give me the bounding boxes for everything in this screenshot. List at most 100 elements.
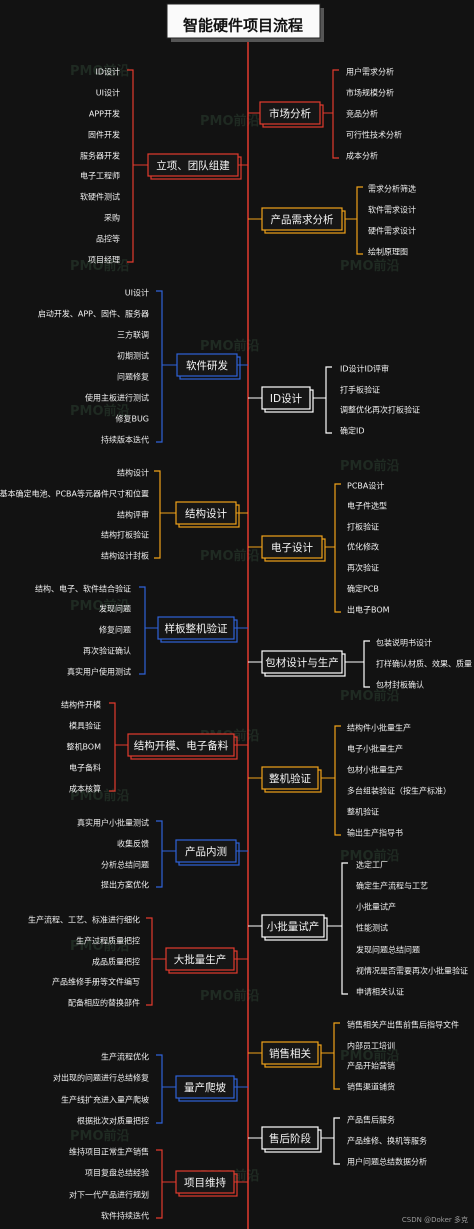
leaf-item: 再次验证确认: [83, 646, 131, 656]
leaf-item: 申请相关认证: [356, 987, 404, 997]
watermark-text: PMO前沿: [340, 1048, 400, 1064]
leaf-bracket: [334, 483, 341, 613]
process-node-group: 软件研发UI设计启动开发、APP、固件、服务器三方联调初期测试问题修复使用主板进…: [38, 288, 248, 445]
leaf-item: 三方联调: [117, 330, 149, 340]
process-node-label: 软件研发: [186, 359, 228, 372]
process-node-label: 整机验证: [269, 772, 311, 785]
leaf-item: 发现问题: [99, 604, 131, 614]
process-node-label: 样板整机验证: [165, 622, 228, 635]
credit-text: CSDN @Doker 多克: [401, 1216, 468, 1224]
leaf-item: 使用主板进行测试: [85, 393, 149, 403]
leaf-item: 小批量试产: [356, 902, 396, 912]
leaf-item: 服务器开发: [80, 151, 120, 161]
process-node[interactable]: [261, 766, 319, 790]
leaf-bracket: [363, 640, 370, 688]
leaf-item: 初期测试: [117, 351, 149, 361]
leaf-item: 出电子BOM: [347, 605, 390, 615]
process-node-group: 小批量试产选定工厂确定生产流程与工艺小批量试产性能测试发现问题总结问题视情况是否…: [248, 860, 468, 997]
watermark-text: PMO前沿: [200, 338, 260, 354]
leaf-bracket: [156, 1149, 163, 1219]
leaf-item: 整机验证: [347, 807, 379, 817]
leaf-item: 采购: [104, 213, 120, 223]
leaf-item: 软硬件测试: [80, 192, 120, 202]
process-node-group: 大批量生产生产流程、工艺、标准进行细化生产过程质量把控成品质量把控产品维修手册等…: [28, 915, 248, 1008]
process-node[interactable]: [261, 535, 323, 559]
watermark-text: PMO前沿: [340, 258, 400, 274]
leaf-item: 产品开始营销: [347, 1061, 395, 1071]
process-node-label: 销售相关: [269, 1047, 311, 1060]
leaf-item: 可行性技术分析: [346, 130, 402, 140]
leaf-bracket: [139, 586, 146, 675]
watermark-text: PMO前沿: [200, 548, 260, 564]
leaf-item: 结构件开模: [61, 700, 101, 710]
leaf-item: 打样确认材质、效果、质量: [376, 659, 472, 669]
process-node-group: 结构设计结构设计基本确定电池、PCBA等元器件尺寸和位置结构评审结构打板验证结构…: [0, 468, 248, 561]
leaf-bracket: [156, 1054, 163, 1124]
process-node[interactable]: [261, 1126, 319, 1150]
leaf-item: 收集反馈: [117, 839, 149, 849]
process-node[interactable]: [261, 1041, 319, 1065]
leaf-bracket: [325, 366, 332, 434]
process-node[interactable]: [259, 101, 321, 125]
leaf-item: 成本核算: [69, 784, 101, 794]
leaf-item: 启动开发、APP、固件、服务器: [38, 309, 149, 319]
leaf-item: 销售渠道铺货: [347, 1082, 395, 1092]
process-node-label: 产品内测: [185, 845, 227, 858]
leaf-item: 生产流程优化: [101, 1052, 149, 1062]
leaf-item: 结构打板验证: [101, 530, 149, 540]
leaf-item: 对出现的问题进行总结修复: [53, 1073, 149, 1083]
process-node-label: 立项、团队组建: [156, 159, 230, 172]
leaf-item: 竞品分析: [346, 109, 378, 119]
process-node-group: 立项、团队组建ID设计UI设计APP开发固件开发服务器开发电子工程师软硬件测试采…: [80, 67, 248, 265]
leaf-item: 对下一代产品进行规划: [69, 1190, 149, 1200]
process-node[interactable]: [261, 650, 343, 674]
process-node[interactable]: [261, 207, 343, 231]
leaf-bracket: [356, 186, 363, 255]
leaf-bracket: [154, 470, 161, 559]
leaf-item: 固件开发: [88, 130, 120, 140]
watermark-text: PMO前沿: [70, 63, 130, 79]
leaf-item: 确定PCB: [347, 584, 379, 594]
process-node-label: 大批量生产: [174, 953, 227, 966]
process-node-label: 产品需求分析: [271, 213, 334, 226]
watermark-text: PMO前沿: [340, 688, 400, 704]
process-node-label: 市场分析: [269, 107, 311, 120]
watermark-text: PMO前沿: [70, 1128, 130, 1144]
leaf-item: 电子小批量生产: [347, 744, 403, 754]
leaf-item: 模具验证: [69, 721, 101, 731]
leaf-item: 产品售后服务: [347, 1115, 395, 1125]
leaf-item: 提出方案优化: [101, 880, 149, 890]
leaf-bracket: [109, 702, 116, 792]
leaf-item: 产品维修手册等文件编写: [52, 977, 140, 987]
watermark-text: PMO前沿: [70, 938, 130, 954]
process-node[interactable]: [261, 386, 311, 410]
leaf-item: 发现问题总结问题: [356, 945, 420, 955]
leaf-item: 根据批次对质量把控: [77, 1116, 149, 1126]
leaf-item: 再次验证: [347, 563, 379, 573]
watermark-text: PMO前沿: [70, 788, 130, 804]
page-title: 智能硬件项目流程: [183, 17, 303, 35]
leaf-item: 市场规模分析: [346, 88, 394, 98]
leaf-item: 项目经理: [88, 255, 120, 265]
leaf-item: 修复BUG: [115, 414, 149, 424]
leaf-item: UI设计: [96, 88, 120, 98]
leaf-bracket: [341, 862, 348, 995]
leaf-item: ID设计: [95, 67, 120, 77]
leaf-bracket: [332, 69, 339, 159]
leaf-bracket: [156, 820, 163, 888]
leaf-bracket: [333, 1022, 340, 1090]
leaf-item: 持续版本迭代: [101, 435, 149, 445]
process-node[interactable]: [261, 914, 325, 938]
leaf-item: 结构、电子、软件结合验证: [35, 584, 131, 594]
leaf-bracket: [334, 725, 341, 836]
leaf-item: 打手板验证: [340, 385, 380, 395]
leaf-item: 结构设计封板: [101, 551, 149, 561]
leaf-item: 品控等: [96, 234, 120, 244]
